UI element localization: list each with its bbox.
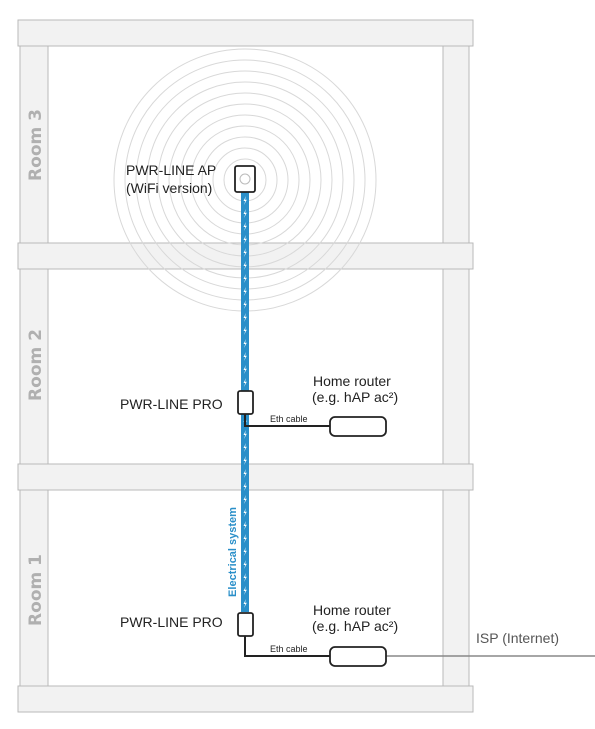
- bolt-icon: [243, 196, 247, 205]
- bolt-icon: [243, 300, 247, 309]
- top-slab: [17, 19, 474, 47]
- bolt-icon: [243, 365, 247, 374]
- left-wall: [19, 44, 49, 691]
- isp-label: ISP (Internet): [476, 630, 559, 646]
- bolt-icon: [243, 456, 247, 465]
- bolt-icon: [243, 248, 247, 257]
- bolt-icon: [243, 235, 247, 244]
- router-room2-line2: (e.g. hAP ac²): [312, 389, 398, 405]
- bolt-icon: [243, 313, 247, 322]
- router-room1-line1: Home router: [313, 602, 391, 618]
- bolt-icon: [243, 352, 247, 361]
- ap-led-icon: [239, 173, 251, 185]
- pro-room2-label: PWR-LINE PRO: [120, 396, 223, 412]
- bolt-icon: [243, 378, 247, 387]
- room-3-label: Room 3: [26, 109, 46, 181]
- bolt-icon: [243, 508, 247, 517]
- router-room2-line1: Home router: [313, 373, 391, 389]
- eth-cable-room1: [244, 636, 330, 657]
- home-router-room1-device: [329, 646, 387, 667]
- eth-cable-room1-label: Eth cable: [270, 644, 308, 654]
- bolt-icon: [243, 573, 247, 582]
- eth-cable-room2: [244, 414, 330, 427]
- room-1-label: Room 1: [26, 554, 46, 626]
- building-frame: [17, 19, 474, 713]
- bolt-icon: [243, 469, 247, 478]
- bolt-icon: [243, 495, 247, 504]
- electrical-system-label: Electrical system: [227, 507, 239, 597]
- pro-room1-label: PWR-LINE PRO: [120, 614, 223, 630]
- room-2-label: Room 2: [26, 329, 46, 401]
- bolt-icon: [243, 274, 247, 283]
- bolt-icon: [243, 521, 247, 530]
- bolt-icon: [243, 586, 247, 595]
- bolt-icon: [243, 482, 247, 491]
- bolt-icon: [243, 599, 247, 608]
- ap-label-line1: PWR-LINE AP: [126, 162, 216, 178]
- right-wall: [442, 44, 470, 691]
- pwr-line-pro-room2-device: [237, 390, 254, 415]
- bolt-icon: [243, 547, 247, 556]
- bolt-icon: [243, 287, 247, 296]
- bolt-icon: [243, 209, 247, 218]
- bolt-icon: [243, 222, 247, 231]
- pwr-line-ap-device: [234, 165, 256, 193]
- bolt-icon: [243, 534, 247, 543]
- bolt-icon: [243, 339, 247, 348]
- bolt-icon: [243, 261, 247, 270]
- home-router-room2-device: [329, 416, 387, 437]
- bolt-icon: [243, 560, 247, 569]
- bolt-icon: [243, 430, 247, 439]
- bolt-icon: [243, 443, 247, 452]
- pwr-line-pro-room1-device: [237, 612, 254, 637]
- bolt-icon: [243, 326, 247, 335]
- ap-label-line2: (WiFi version): [126, 180, 212, 196]
- router-room1-line2: (e.g. hAP ac²): [312, 618, 398, 634]
- bottom-slab: [17, 685, 474, 713]
- eth-cable-room2-label: Eth cable: [270, 414, 308, 424]
